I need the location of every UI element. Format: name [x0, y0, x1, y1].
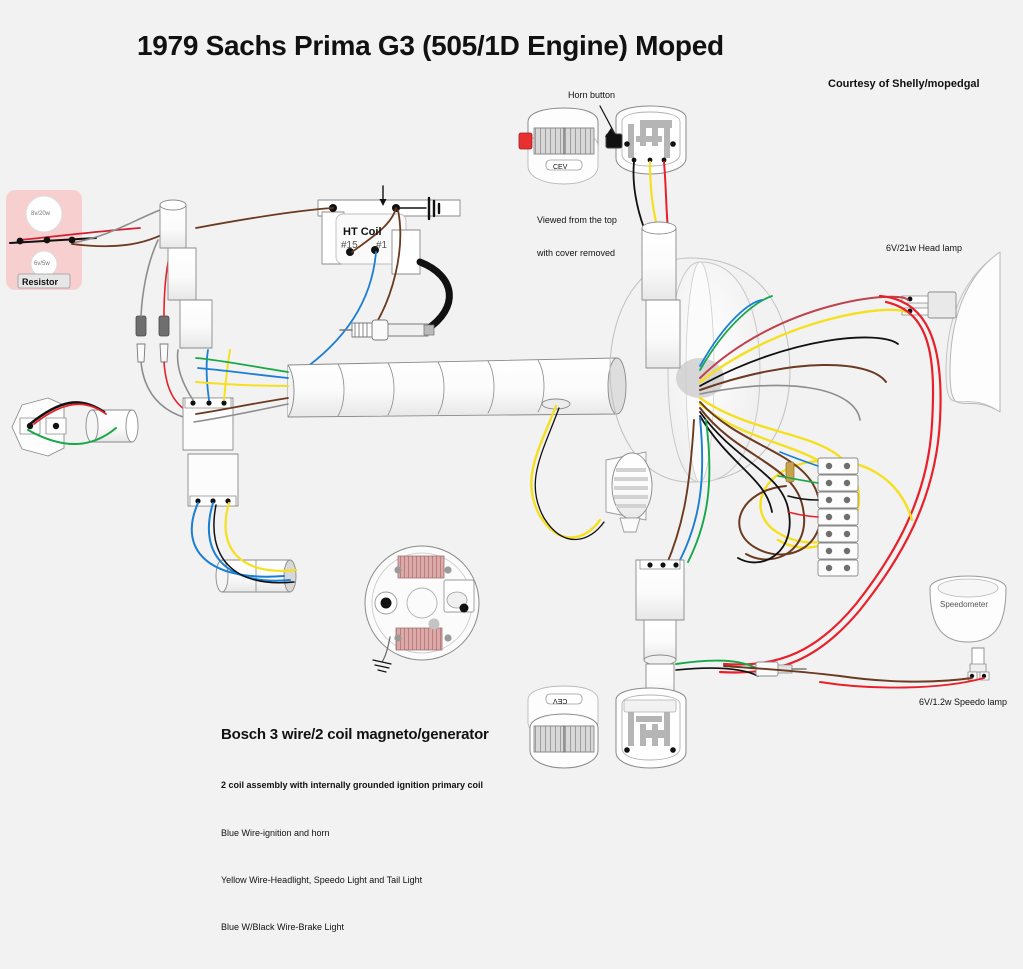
terminal-block	[785, 457, 859, 577]
view-note-line-1: Viewed from the top	[537, 215, 617, 225]
courtesy-credit: Courtesy of Shelly/mopedgal	[828, 78, 980, 90]
tail-lamp-assembly	[11, 397, 139, 457]
resistor-bulb-top-label: 8v/20w	[31, 211, 51, 217]
diagram-graphics	[6, 105, 1007, 769]
view-note: Viewed from the top with cover removed	[537, 193, 617, 281]
switch-top-left	[518, 107, 599, 185]
wiring-diagram-canvas: 1979 Sachs Prima G3 (505/1D Engine) Mope…	[6, 30, 1008, 932]
speedometer	[929, 575, 1007, 681]
resistor-label: Resistor	[22, 277, 59, 287]
view-note-line-2: with cover removed	[537, 248, 616, 258]
switch-bottom-left	[527, 685, 599, 769]
horn	[605, 451, 653, 533]
legend: Bosch 3 wire/2 coil magneto/generator 2 …	[221, 690, 489, 969]
switch-top-right	[605, 105, 687, 175]
legend-line-2: Blue W/Black Wire-Brake Light	[221, 922, 345, 932]
head-lamp-label: 6V/21w Head lamp	[886, 243, 963, 253]
bullet-connectors	[135, 315, 170, 363]
legend-subheading: 2 coil assembly with internally grounded…	[221, 780, 484, 790]
page-title: 1979 Sachs Prima G3 (505/1D Engine) Mope…	[137, 30, 724, 61]
ht-coil-terminal-15-label: #15	[341, 240, 358, 251]
loom-lower-centre	[635, 559, 685, 701]
horn-button-label: Horn button	[568, 90, 616, 100]
junction-box-lower	[187, 453, 239, 507]
speedo-lamp-label: 6V/1.2w Speedo lamp	[919, 697, 1008, 707]
legend-line-0: Blue Wire-ignition and horn	[221, 828, 330, 838]
handlebar-loom	[641, 221, 681, 369]
junction-box-upper	[182, 397, 234, 451]
magneto-stator	[364, 545, 480, 673]
ht-coil-terminal-1-label: #1	[376, 240, 388, 251]
ht-coil	[317, 185, 461, 275]
main-harness-tube	[287, 357, 627, 418]
switch-brand-label-top: CEV	[553, 164, 568, 171]
speedometer-label: Speedometer	[940, 600, 989, 609]
legend-line-1: Yellow Wire-Headlight, Speedo Light and …	[221, 875, 423, 885]
ht-coil-label: HT Coil	[343, 226, 382, 238]
switch-brand-label-bottom: CEV	[553, 697, 568, 704]
resistor-bulb-bottom-label: 6v/5w	[34, 261, 50, 267]
loom-upper-left	[159, 199, 213, 349]
switch-bottom-right	[615, 687, 687, 769]
spark-plug	[339, 319, 435, 341]
legend-heading: Bosch 3 wire/2 coil magneto/generator	[221, 726, 489, 743]
headlamp-reflector	[901, 251, 1001, 413]
